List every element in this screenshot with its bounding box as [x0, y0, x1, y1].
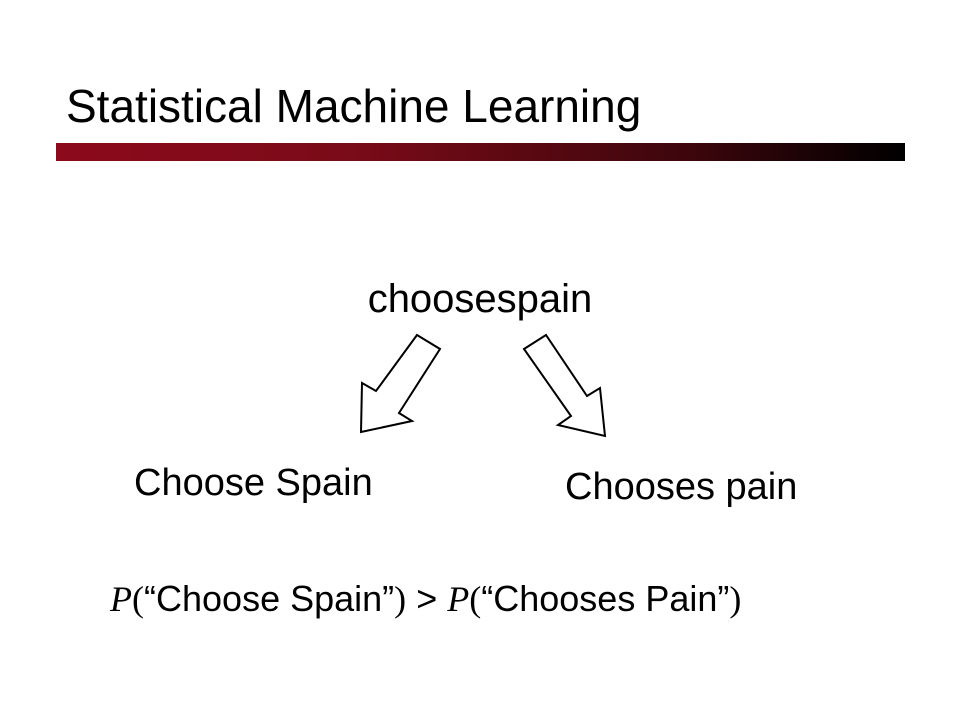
segmentation-chooses-pain: Chooses pain: [565, 466, 798, 508]
phrase-chooses-pain: Chooses Pain: [493, 578, 718, 619]
greater-than-operator: >: [416, 578, 438, 619]
close-paren-first: ): [394, 579, 407, 619]
arrow-down-right-shape: [522, 333, 607, 438]
right-quote-first: ”: [382, 578, 395, 619]
open-paren-second: (: [469, 579, 482, 619]
title-underline-bar: [56, 143, 905, 161]
right-quote-second: ”: [717, 578, 730, 619]
unsegmented-word: choosespain: [367, 277, 593, 321]
left-quote-second: “: [481, 578, 494, 619]
prob-symbol-first: P: [110, 579, 132, 619]
slide-title: Statistical Machine Learning: [66, 80, 642, 132]
arrow-down-left-shape: [359, 333, 442, 434]
prob-symbol-second: P: [447, 579, 470, 619]
probability-comparison: P(“Choose Spain”) > P(“Chooses Pain”): [110, 575, 741, 623]
open-paren-first: (: [132, 579, 144, 619]
left-quote-first: “: [144, 578, 156, 619]
segmentation-choose-spain: Choose Spain: [134, 462, 373, 504]
phrase-choose-spain: Choose Spain: [156, 578, 383, 619]
close-paren-second: ): [729, 579, 742, 619]
